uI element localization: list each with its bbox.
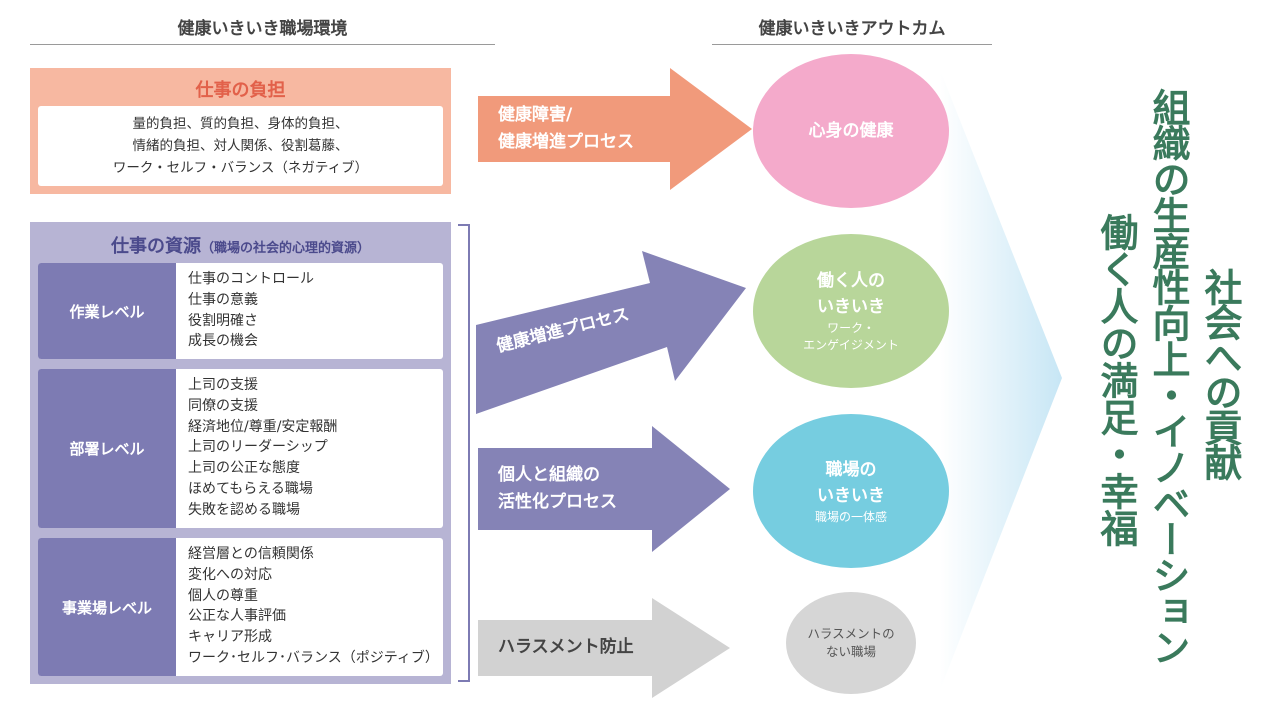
outcome-header-underline bbox=[712, 44, 992, 45]
outcome-title: 職場の いきいき bbox=[817, 459, 885, 506]
workplace-level-block: 事業場レベル 経営層との信頼関係 変化への対応 個人の尊重 公正な人事評価 キャ… bbox=[38, 538, 443, 676]
outcome-subtitle: ワーク・ エンゲイジメント bbox=[803, 321, 899, 352]
resource-item: 変化への対応 bbox=[188, 566, 272, 583]
results-chevron bbox=[940, 70, 1062, 690]
arrow-label-activation: 個人と組織の 活性化プロセス bbox=[498, 462, 617, 516]
arrow-label-line: 活性化プロセス bbox=[498, 492, 617, 512]
result-social-contribution: 社会への貢献 bbox=[1198, 268, 1242, 478]
resource-item: 成長の機会 bbox=[188, 333, 258, 350]
job-demands-list: 量的負担、質的負担、身体的負担、 情緒的負担、対人関係、役割葛藤、 ワーク・セル… bbox=[38, 106, 443, 186]
resource-item: 上司の公正な態度 bbox=[188, 460, 300, 477]
resource-item: 役割明確さ bbox=[188, 312, 258, 329]
outcome-circle-workplace-vitality: 職場の いきいき 職場の一体感 bbox=[753, 414, 949, 568]
job-resources-title: 仕事の資源（職場の社会的心理的資源） bbox=[30, 232, 451, 258]
resource-item: 経済地位/尊重/安定報酬 bbox=[188, 418, 338, 435]
outcome-subtitle: 職場の一体感 bbox=[814, 509, 887, 524]
arrow-label-line: 健康増進プロセス bbox=[498, 132, 634, 152]
resource-item: 上司の支援 bbox=[188, 377, 258, 393]
resources-bracket bbox=[458, 224, 470, 682]
outcome-title: 働く人の いきいき bbox=[817, 271, 885, 317]
result-productivity-innovation: 組織の生産性向上・イノベーション bbox=[1146, 88, 1190, 664]
outcome-circle-harassment-free: ハラスメントの ない職場 bbox=[786, 592, 916, 694]
job-resources-box: 仕事の資源（職場の社会的心理的資源） 作業レベル 仕事のコントロール 仕事の意義… bbox=[30, 222, 451, 684]
outcome-circle-worker-vitality: 働く人の いきいき ワーク・ エンゲイジメント bbox=[753, 234, 949, 388]
resource-item: 同僚の支援 bbox=[188, 397, 258, 414]
job-demands-line: 情緒的負担、対人関係、役割葛藤、 bbox=[132, 138, 349, 154]
health-promotion-arrow bbox=[476, 251, 746, 414]
resource-item: 公正な人事評価 bbox=[188, 608, 286, 625]
environment-header-underline bbox=[30, 44, 495, 45]
outcome-circle-health: 心身の健康 bbox=[753, 54, 949, 208]
resource-item: 上司のリーダーシップ bbox=[188, 439, 328, 456]
result-worker-satisfaction: 働く人の満足・幸福 bbox=[1094, 213, 1138, 546]
outcome-header: 健康いきいきアウトカム bbox=[758, 19, 946, 39]
task-level-items: 仕事のコントロール 仕事の意義 役割明確さ 成長の機会 bbox=[188, 269, 314, 352]
workplace-level-items: 経営層との信頼関係 変化への対応 個人の尊重 公正な人事評価 キャリア形成 ワー… bbox=[188, 544, 439, 669]
department-level-block: 部署レベル 上司の支援 同僚の支援 経済地位/尊重/安定報酬 上司のリーダーシッ… bbox=[38, 369, 443, 528]
environment-header: 健康いきいき職場環境 bbox=[177, 19, 348, 39]
resource-item: 経営層との信頼関係 bbox=[188, 546, 314, 562]
activation-arrow bbox=[478, 426, 730, 552]
arrow-label-health-impairment: 健康障害/ 健康増進プロセス bbox=[498, 102, 634, 156]
department-level-items: 上司の支援 同僚の支援 経済地位/尊重/安定報酬 上司のリーダーシップ 上司の公… bbox=[188, 375, 337, 521]
resource-item: ほめてもらえる職場 bbox=[188, 480, 313, 497]
job-demands-line: ワーク・セルフ・バランス（ネガティブ） bbox=[112, 160, 369, 176]
arrow-label-line: ハラスメント防止 bbox=[498, 637, 634, 657]
resource-item: キャリア形成 bbox=[188, 629, 272, 646]
workplace-level-label: 事業場レベル bbox=[38, 538, 176, 676]
resource-item: ワーク･セルフ･バランス（ポジティブ） bbox=[188, 649, 439, 666]
arrow-label-line: 健康障害/ bbox=[498, 105, 573, 125]
department-level-label: 部署レベル bbox=[38, 369, 176, 528]
resource-item: 個人の尊重 bbox=[188, 587, 258, 604]
task-level-block: 作業レベル 仕事のコントロール 仕事の意義 役割明確さ 成長の機会 bbox=[38, 263, 443, 359]
outcome-title: 心身の健康 bbox=[808, 121, 894, 141]
resource-item: 仕事のコントロール bbox=[188, 271, 314, 287]
arrow-label-line: 個人と組織の bbox=[498, 465, 600, 485]
health-impairment-arrow bbox=[478, 68, 752, 190]
job-resources-title-sub: （職場の社会的心理的資源） bbox=[200, 241, 370, 256]
job-demands-title: 仕事の負担 bbox=[195, 80, 286, 101]
job-demands-box: 仕事の負担 量的負担、質的負担、身体的負担、 情緒的負担、対人関係、役割葛藤、 … bbox=[30, 68, 451, 194]
resource-item: 仕事の意義 bbox=[188, 291, 258, 308]
arrow-label-harassment: ハラスメント防止 bbox=[498, 634, 634, 661]
job-demands-line: 量的負担、質的負担、身体的負担、 bbox=[132, 116, 349, 132]
task-level-label: 作業レベル bbox=[38, 263, 176, 359]
resource-item: 失敗を認める職場 bbox=[188, 501, 300, 518]
job-resources-title-main: 仕事の資源 bbox=[110, 236, 201, 257]
harassment-prevention-arrow bbox=[478, 598, 730, 698]
outcome-title: ハラスメントの ない職場 bbox=[807, 626, 895, 659]
